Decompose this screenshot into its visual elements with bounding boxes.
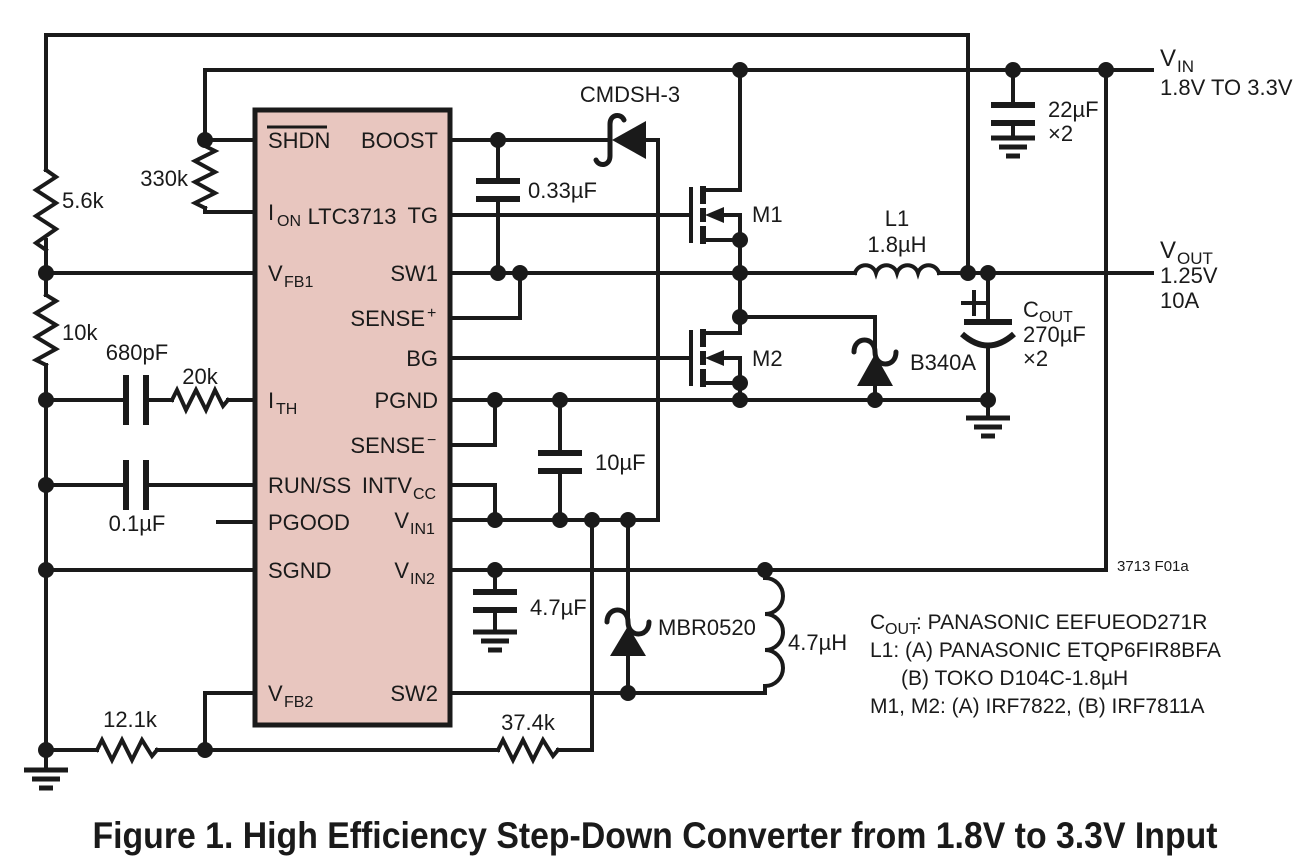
pin-label-ith-sub: TH (276, 401, 297, 418)
capacitor-cout (960, 290, 1016, 349)
note-cout-rest: : PANASONIC EEFUEOD271R (916, 611, 1207, 634)
label-r-12.1k: 12.1k (103, 707, 158, 732)
note-cout-sub: OUT (885, 621, 919, 638)
resistor-12.1k (94, 735, 160, 765)
pin-label-sw2: SW2 (390, 681, 438, 706)
pin-label-ith: I (268, 388, 274, 413)
label-vin-sub: IN (1177, 57, 1194, 76)
capacitor-680pF (123, 375, 149, 425)
pin-label-vfb1: V (268, 261, 283, 286)
label-c-22uf-mult: ×2 (1048, 121, 1073, 146)
figure-ref: 3713 F01a (1117, 558, 1189, 575)
pin-label-sgnd: SGND (268, 558, 332, 583)
label-c-680pf: 680pF (106, 340, 168, 365)
pin-label-vin2-sub: IN2 (410, 571, 435, 588)
pin-label-vfb2-sub: FB2 (284, 694, 313, 711)
figure-title: Figure 1. High Efficiency Step-Down Conv… (93, 815, 1218, 856)
label-c-10uf: 10µF (595, 450, 646, 475)
label-vin-range: 1.8V TO 3.3V (1160, 75, 1293, 100)
diode-b340a (851, 337, 899, 386)
pin-label-sense-minus: SENSE (350, 433, 425, 458)
label-d-mbr0520: MBR0520 (658, 615, 756, 640)
capacitor-22uF (991, 102, 1035, 126)
label-r-5.6k: 5.6k (62, 188, 105, 213)
ground-symbols (24, 135, 1035, 791)
ic-ltc3713: LTC3713 SHDN I ON V FB1 I TH RUN/SS PGOO… (252, 107, 453, 728)
note-l1: L1: (A) PANASONIC ETQP6FIR8BFA (870, 639, 1221, 662)
mosfet-m2 (689, 329, 742, 387)
pin-label-sense-plus-sup: + (427, 305, 436, 322)
label-r-20k: 20k (182, 364, 218, 389)
label-cout-name: C (1023, 297, 1039, 322)
label-vout-sub: OUT (1177, 249, 1213, 268)
pin-label-intvcc: INTV (362, 473, 412, 498)
component-labels: 5.6k 330k 10k 680pF 20k 0.1µF 12.1k 37.4… (62, 82, 1099, 735)
circuit-wires (44, 33, 1154, 772)
pin-label-vfb2: V (268, 681, 283, 706)
label-m2: M2 (752, 346, 783, 371)
label-d-cmdsh3: CMDSH-3 (580, 82, 680, 107)
label-vout-current: 10A (1160, 288, 1199, 313)
capacitor-10uF (538, 450, 582, 474)
pin-label-tg: TG (407, 203, 438, 228)
label-c-0.1uf: 0.1µF (109, 511, 166, 536)
pin-label-ion-sub: ON (277, 213, 301, 230)
pin-label-vin1-sub: IN1 (410, 521, 435, 538)
diode-mbr0520 (604, 607, 652, 656)
label-r-330k: 330k (140, 166, 189, 191)
pin-label-pgnd: PGND (374, 388, 438, 413)
pin-label-sense-plus: SENSE (350, 306, 425, 331)
pin-label-boost: BOOST (361, 128, 438, 153)
note-mosfets: M1, M2: (A) IRF7822, (B) IRF7811A (870, 695, 1205, 718)
label-c-4.7uf: 4.7µF (530, 595, 587, 620)
resistor-330k (190, 143, 220, 211)
inductor-l1 (852, 263, 942, 280)
label-l1-name: L1 (885, 206, 909, 231)
port-labels: V IN 1.8V TO 3.3V V OUT 1.25V 10A (1160, 45, 1293, 313)
resistor-10k (31, 292, 61, 368)
pin-label-vfb1-sub: FB1 (284, 274, 313, 291)
label-vout-value: 1.25V (1160, 263, 1218, 288)
pin-label-vin2: V (394, 558, 409, 583)
label-cout-mult: ×2 (1023, 346, 1048, 371)
label-r-37.4k: 37.4k (501, 710, 556, 735)
label-vout: V (1160, 237, 1176, 264)
pin-label-sw1: SW1 (390, 261, 438, 286)
resistor-37.4k (495, 735, 561, 765)
inductor-4.7uH (762, 575, 785, 689)
label-l1-value: 1.8µH (867, 232, 926, 257)
pin-label-vin1: V (394, 508, 409, 533)
resistor-20k (169, 385, 231, 415)
mosfet-m1 (689, 186, 742, 244)
pin-label-sense-minus-sup: − (427, 432, 436, 449)
label-l-4.7uh: 4.7µH (788, 630, 847, 655)
ic-body (252, 107, 453, 728)
label-m1: M1 (752, 202, 783, 227)
ic-name: LTC3713 (308, 204, 397, 229)
capacitor-0.33uF (476, 178, 520, 202)
pin-label-shdn: SHDN (268, 128, 330, 153)
pin-label-bg: BG (406, 346, 438, 371)
junction-dots (38, 62, 1114, 758)
capacitor-0.1uF (123, 460, 149, 510)
label-r-10k: 10k (62, 320, 98, 345)
notes-block: C OUT : PANASONIC EEFUEOD271R L1: (A) PA… (870, 611, 1221, 718)
pin-label-ion: I (268, 200, 274, 225)
diode-cmdsh3 (593, 113, 646, 167)
pin-label-pgood: PGOOD (268, 510, 350, 535)
label-c-0.33uf: 0.33µF (528, 178, 597, 203)
plus-sign (961, 290, 987, 316)
note-l1-b: (B) TOKO D104C-1.8µH (901, 667, 1128, 690)
label-c-22uf: 22µF (1048, 97, 1099, 122)
label-vin: V (1160, 45, 1176, 72)
resistor-5.6k (32, 167, 60, 253)
label-cout-value: 270µF (1023, 322, 1086, 347)
pin-label-runss: RUN/SS (268, 473, 351, 498)
label-cout-sub: OUT (1039, 309, 1073, 326)
capacitor-4.7uF (473, 589, 517, 613)
label-d-b340a: B340A (910, 350, 976, 375)
note-cout-c: C (870, 611, 885, 634)
pin-label-intvcc-sub: CC (413, 486, 436, 503)
